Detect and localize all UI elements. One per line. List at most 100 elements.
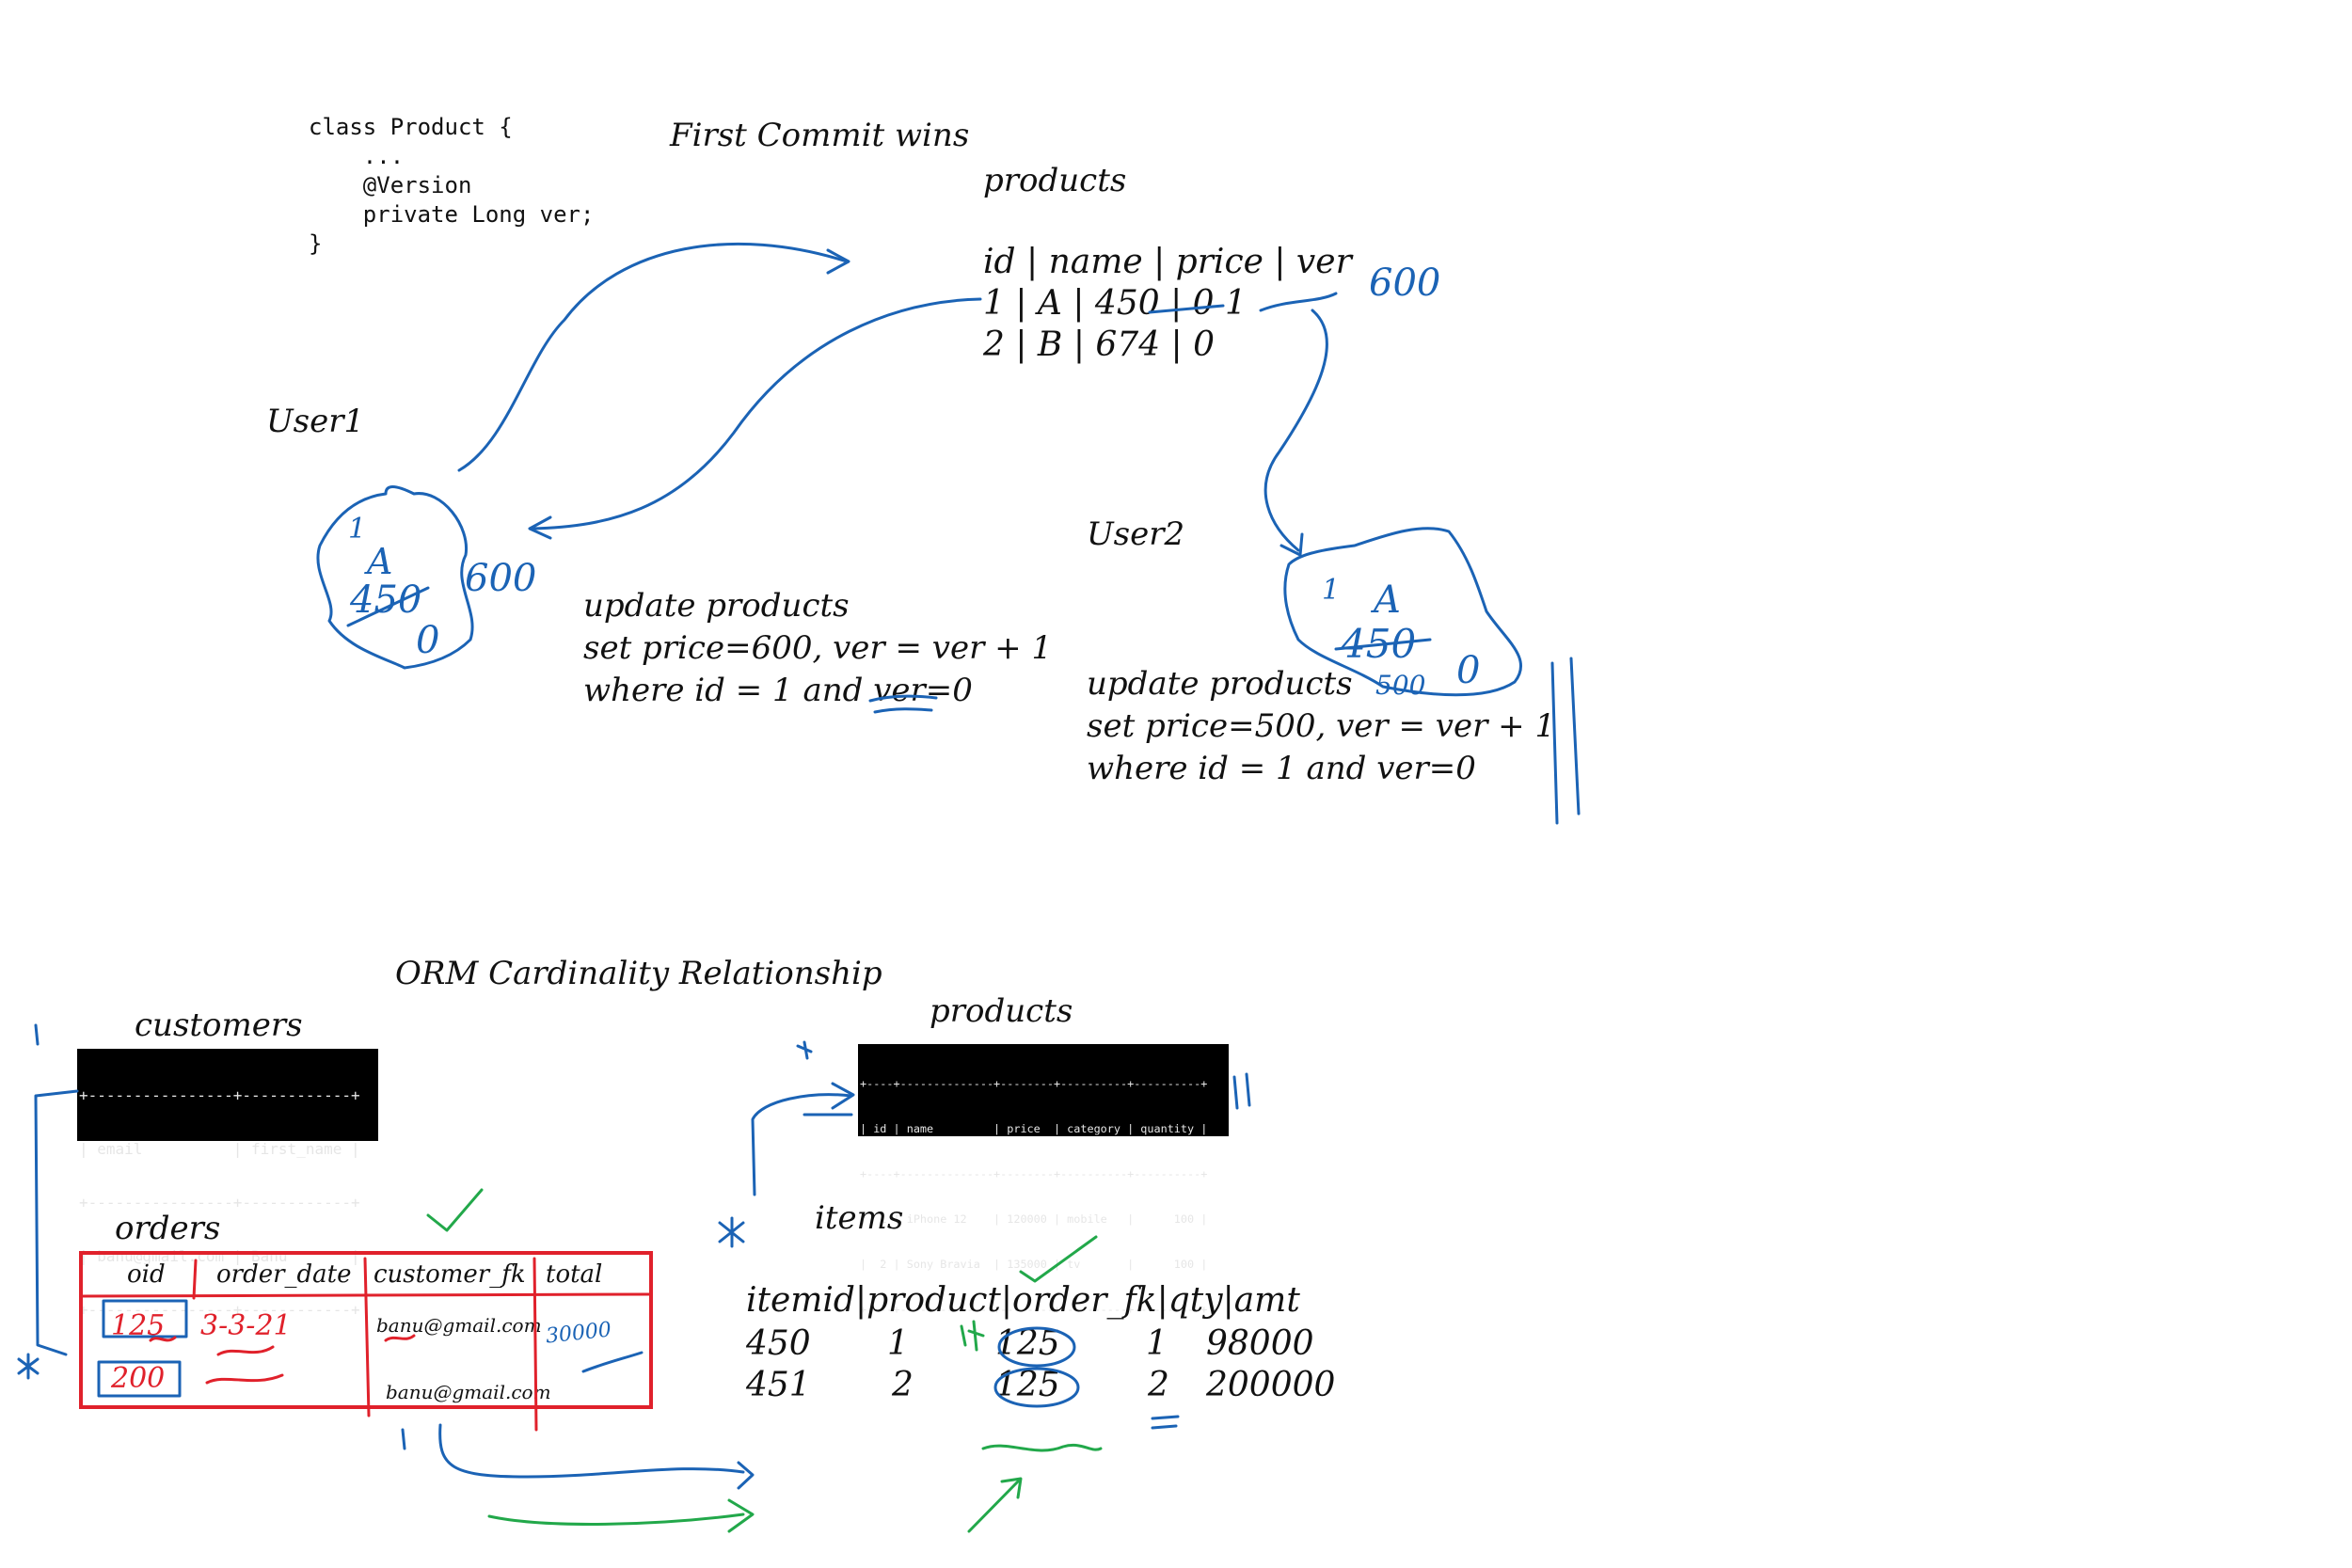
blob2-ver: 0 (1456, 649, 1481, 692)
items-row2-qty: 2 (1148, 1366, 1169, 1404)
ditto-mark (384, 1334, 416, 1342)
items-label: items (815, 1199, 904, 1237)
code-block: class Product { ... @Version private Lon… (309, 113, 594, 259)
star-mark (718, 1216, 745, 1248)
ditto-mark (216, 1345, 275, 1356)
tick-mark (34, 1023, 40, 1046)
items-row1-qty: 1 (1146, 1324, 1168, 1363)
terminal-line: | 1 | iPhone 12 | 120000 | mobile | 100 … (860, 1212, 1208, 1226)
items-row1-itemid: 450 (746, 1324, 811, 1363)
products-header-top: id | name | price | ver (983, 243, 1352, 281)
update1-line: where id = 1 and ver=0 (583, 672, 973, 709)
strike-price (1148, 304, 1225, 314)
oid-box-2 (97, 1360, 182, 1398)
user2-label: User2 (1087, 515, 1185, 553)
title-orm-cardinality: ORM Cardinality Relationship (395, 955, 882, 992)
orders-row2-customer: banu@gmail.com (386, 1381, 551, 1403)
update2-line: set price=500, ver = ver + 1 (1087, 707, 1556, 745)
blob2-new-price: 500 (1375, 670, 1426, 701)
products-terminal-table: +----+--------------+--------+----------… (858, 1044, 1229, 1316)
code-line: ... (309, 143, 405, 169)
blob1-a: A (367, 541, 393, 582)
terminal-line: +----+--------------+--------+----------… (860, 1303, 1208, 1316)
terminal-line: | id | name | price | category | quantit… (860, 1122, 1208, 1135)
items-row1-amt: 98000 (1206, 1324, 1314, 1363)
arrow-user1-to-products (457, 242, 849, 472)
orders-col-divider (192, 1259, 198, 1300)
tick-mark (796, 1040, 813, 1060)
orders-col-divider (363, 1257, 371, 1418)
items-header: itemid|product|order_fk|qty|amt (746, 1281, 1300, 1320)
orders-row2-oid: 200 (111, 1362, 166, 1395)
items-row1-product: 1 (887, 1324, 909, 1363)
arrow-green-up (967, 1480, 1020, 1533)
arrow-products-to-user1 (530, 297, 982, 531)
underline-ver (868, 694, 938, 703)
code-line: class Product { (309, 114, 513, 140)
update2-line: update products (1087, 665, 1353, 703)
order-fk-circle-2 (993, 1367, 1080, 1408)
arrow-products-to-user2 (1263, 309, 1328, 552)
items-row2-amt: 200000 (1206, 1366, 1336, 1404)
arrowhead (528, 515, 552, 540)
orders-header-customer-fk: customer_fk (373, 1260, 526, 1289)
arrowhead (1279, 532, 1304, 557)
star-mark (17, 1353, 40, 1380)
order-fk-circle-1 (997, 1326, 1076, 1368)
items-row2-itemid: 451 (746, 1366, 811, 1404)
customers-label: customers (135, 1006, 303, 1044)
arrowhead (737, 1461, 755, 1490)
update1-sql: update products set price=600, ver = ver… (583, 585, 1052, 712)
total-scribble (581, 1351, 644, 1373)
row1-new-price: 600 (1369, 261, 1441, 305)
blob1-new-price: 600 (465, 557, 537, 600)
orders-table-frame (79, 1251, 653, 1409)
check-mark (426, 1188, 484, 1232)
double-line (1232, 1075, 1239, 1110)
arrow-orders-to-items (438, 1423, 745, 1479)
products-label-top: products (983, 162, 1127, 199)
blob1-old-price: 450 (350, 578, 422, 622)
products-label-bottom: products (930, 992, 1073, 1030)
tick-mark (401, 1428, 406, 1450)
items-row2-order-fk: 125 (995, 1366, 1060, 1404)
oid-box-1 (102, 1299, 188, 1338)
terminal-line: +----+--------------+--------+----------… (860, 1167, 1208, 1180)
update2-sql: update products set price=500, ver = ver… (1087, 663, 1555, 790)
terminal-line: +----+--------------+--------+----------… (860, 1077, 1208, 1090)
orders-header-total: total (546, 1260, 603, 1289)
blob-user2 (1283, 527, 1522, 697)
code-line: @Version (309, 172, 472, 198)
user1-label: User1 (266, 403, 365, 440)
blob2-a: A (1374, 578, 1401, 622)
arrowhead (826, 248, 850, 275)
customers-terminal-table: +----------------+------------+ | email … (77, 1049, 378, 1319)
ditto-mark (205, 1373, 284, 1385)
connector-customers-orders (34, 1089, 79, 1356)
orders-col-divider (532, 1257, 538, 1432)
double-line (1550, 661, 1559, 825)
terminal-line: +----------------+------------+ (79, 1194, 360, 1212)
strike-blob1-price (346, 586, 430, 627)
arrow-green (487, 1513, 745, 1526)
strike-ver (1259, 292, 1338, 312)
terminal-line: +----------------+------------+ (79, 1086, 360, 1104)
blob1-ver: 0 (416, 619, 440, 662)
items-row2-product: 2 (892, 1366, 914, 1404)
products-row1-top: 1 | A | 450 | 0 1 (983, 284, 1247, 323)
blob1-one: 1 (348, 513, 367, 546)
double-line (1569, 657, 1581, 816)
products-row2-top: 2 | B | 674 | 0 (983, 325, 1216, 364)
update2-line: where id = 1 and ver=0 (1087, 750, 1476, 787)
orders-label: orders (115, 1210, 221, 1247)
underline-ver (873, 707, 933, 714)
double-line (1245, 1072, 1251, 1107)
code-line: } (309, 230, 323, 257)
strike-blob2-price (1334, 638, 1432, 651)
blob2-one: 1 (1322, 574, 1341, 607)
title-first-commit: First Commit wins (670, 117, 970, 154)
code-line: private Long ver; (309, 201, 595, 228)
update1-line: update products (583, 587, 850, 625)
ditto-mark (981, 1443, 1103, 1452)
